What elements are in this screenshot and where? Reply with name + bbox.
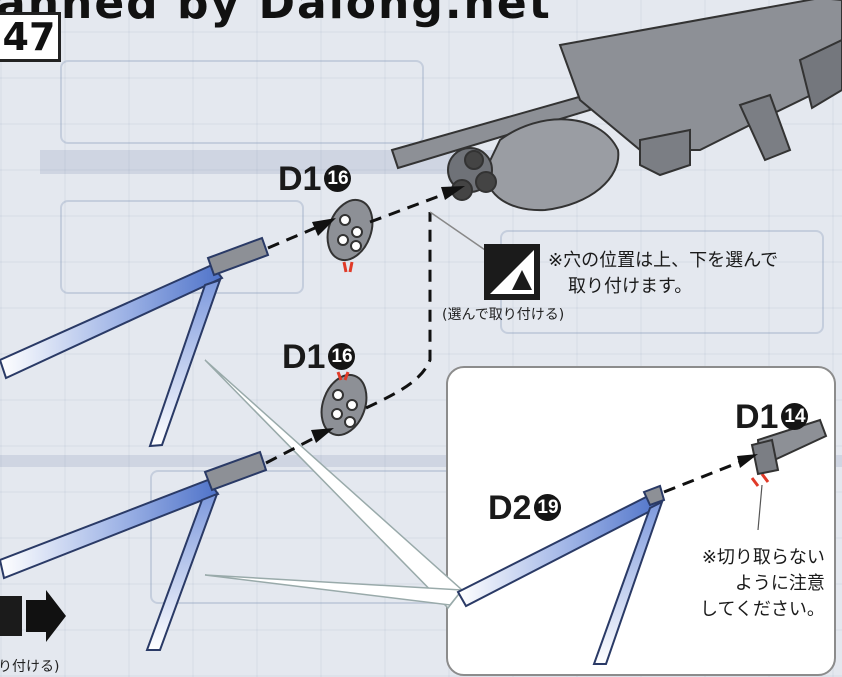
select-and-attach-symbol <box>484 244 540 300</box>
part-number-badge: 16 <box>328 342 356 370</box>
part-number-badge: 19 <box>534 493 562 521</box>
part-label-prefix: D2 <box>488 489 532 527</box>
arrow-heads <box>311 186 758 468</box>
part-number-badge: 16 <box>324 164 352 192</box>
assembly-guides <box>265 190 746 494</box>
bottom-left-caption: り付ける) <box>0 659 60 675</box>
step-number: 47 <box>0 12 61 62</box>
part-label-prefix: D1 <box>735 398 779 436</box>
connector-part-inset <box>750 418 828 476</box>
detail-inset-panel <box>446 366 836 676</box>
note-line: ※穴の位置は上、下を選んで <box>548 250 779 271</box>
beam-blade-inset <box>456 484 666 665</box>
alignment-marks <box>336 261 770 487</box>
part-number-badge: 14 <box>781 402 809 430</box>
beam-blade-lower <box>0 450 268 651</box>
scan-watermark: anned by Dalong.net <box>0 0 552 29</box>
part-label-prefix: D1 <box>278 160 322 198</box>
do-not-cut-note: ※切り取らない ように注意 してください。 <box>678 545 825 623</box>
note-line: 取り付けます。 <box>568 276 693 297</box>
disc-part-lower <box>320 373 368 437</box>
beam-blade-upper <box>0 236 270 448</box>
note-line: ※切り取らない <box>701 547 825 568</box>
part-label-prefix: D1 <box>282 338 326 376</box>
faded-panel <box>60 60 424 144</box>
hole-position-note: ※穴の位置は上、下を選んで 取り付けます。 <box>548 248 778 300</box>
callout-line <box>429 211 489 253</box>
disc-part-upper <box>326 198 374 262</box>
zoom-guide-lines <box>204 359 464 610</box>
callout-line <box>757 484 763 531</box>
triangle-slash-icon <box>490 250 534 294</box>
select-attach-caption: (選んで取り付ける) <box>442 307 565 323</box>
note-line: してください。 <box>700 599 825 620</box>
gun-weapon-part <box>390 0 842 212</box>
note-line: ように注意 <box>734 573 825 594</box>
select-attach-symbol-partial <box>0 590 66 642</box>
